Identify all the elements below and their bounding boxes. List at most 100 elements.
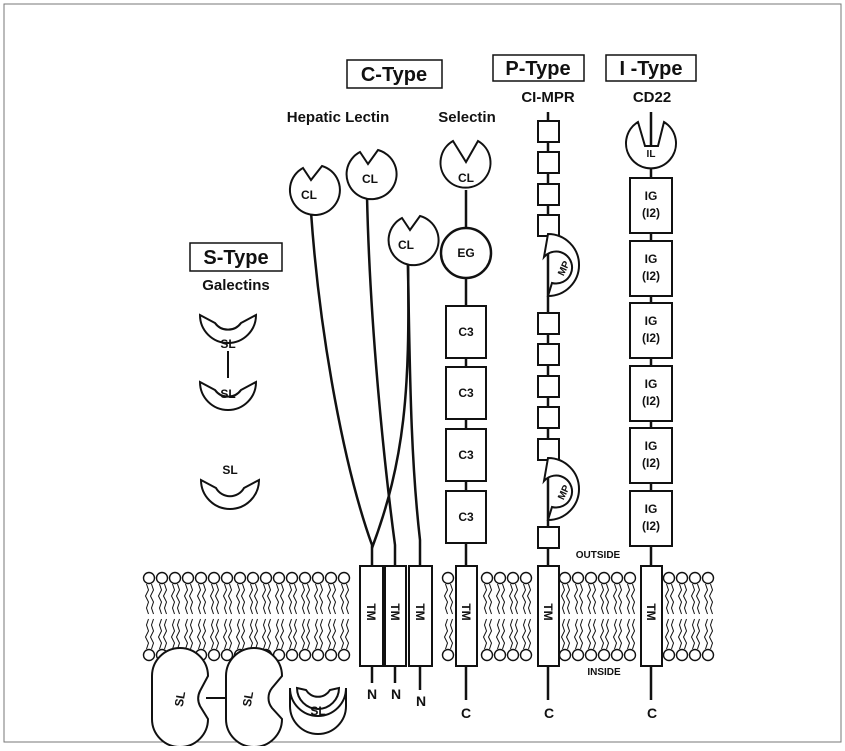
lipid-tail (575, 619, 578, 649)
lipid-tail (190, 619, 193, 649)
lipid-head (560, 650, 571, 661)
lipid-head (703, 650, 714, 661)
lipid-tail (190, 584, 193, 614)
c-terminus-label: C (647, 705, 657, 721)
lipid-tail (151, 584, 154, 614)
c-type-header: C-Type (347, 60, 442, 88)
lipid-head (521, 650, 532, 661)
lipid-tail (276, 584, 279, 614)
sl-label: SL (310, 704, 325, 718)
lipid-tail (562, 584, 565, 614)
mpr-repeat-domain (538, 439, 559, 460)
sl-label: SL (220, 387, 235, 401)
lipid-tail (333, 584, 336, 614)
lipid-tail (671, 584, 674, 614)
lipid-tail (315, 584, 318, 614)
c-type-lectin-domain (290, 150, 439, 265)
galectin-monomer-outside (201, 480, 259, 509)
lipid-tail (224, 619, 227, 649)
cl-label: CL (458, 171, 474, 185)
lipid-tail (263, 619, 266, 649)
lipid-tail (528, 584, 531, 614)
lipid-tail (593, 584, 596, 614)
lipid-tail (146, 584, 149, 614)
lipid-tail (497, 584, 500, 614)
sl-label: SL (240, 690, 256, 708)
sl-label: SL (222, 463, 237, 477)
lipid-tail (216, 584, 219, 614)
lipid-tail (328, 584, 331, 614)
lipid-tail (268, 584, 271, 614)
i-type-title: I -Type (620, 58, 683, 80)
lipid-tail (320, 584, 323, 614)
il-label: IL (647, 149, 656, 160)
lipid-tail (606, 619, 609, 649)
lipid-head (508, 650, 519, 661)
lipid-tail (255, 619, 258, 649)
lipid-tail (203, 584, 206, 614)
sl-label: SL (172, 690, 188, 708)
lipid-tail (601, 619, 604, 649)
hepatic-lectin-label: Hepatic Lectin (287, 109, 390, 126)
i2-label: (I2) (642, 456, 660, 470)
lipid-tail (328, 619, 331, 649)
lipid-head (339, 573, 350, 584)
lipid-tail (580, 584, 583, 614)
mpr-repeat-domain (538, 527, 559, 548)
lipid-head (261, 573, 272, 584)
inside-label: INSIDE (587, 667, 621, 678)
lipid-tail (710, 619, 713, 649)
lipid-tail (320, 619, 323, 649)
lipid-tail (185, 584, 188, 614)
lipid-tail (562, 619, 565, 649)
lipid-head (664, 650, 675, 661)
lipid-tail (679, 584, 682, 614)
lipid-head (482, 573, 493, 584)
galectins-label: Galectins (202, 277, 270, 294)
lipid-tail (489, 584, 492, 614)
lipid-tail (250, 584, 253, 614)
lipid-head (300, 650, 311, 661)
lipid-tail (307, 584, 310, 614)
lipid-tail (242, 584, 245, 614)
lipid-head (313, 573, 324, 584)
lipid-head (170, 573, 181, 584)
lipid-tail (172, 619, 175, 649)
lipid-head (274, 573, 285, 584)
n-terminus-label: N (416, 693, 426, 709)
lipid-head (690, 650, 701, 661)
c-terminus-label: C (461, 705, 471, 721)
lipid-tail (567, 619, 570, 649)
lipid-tail (666, 584, 669, 614)
lipid-tail (510, 619, 513, 649)
n-terminus-label: N (367, 686, 377, 702)
c3-label: C3 (458, 510, 474, 524)
lipid-head (586, 650, 597, 661)
i2-label: (I2) (642, 519, 660, 533)
lipid-tail (151, 619, 154, 649)
lipid-tail (606, 584, 609, 614)
lipid-tail (502, 619, 505, 649)
i2-label: (I2) (642, 269, 660, 283)
lipid-tail (515, 619, 518, 649)
cd22-label: CD22 (633, 89, 671, 106)
lipid-tail (502, 584, 505, 614)
lipid-tail (229, 584, 232, 614)
galectin-dimer-inside (152, 648, 282, 746)
lipid-tail (159, 619, 162, 649)
mpr-repeat-domain (538, 313, 559, 334)
lipid-head (521, 573, 532, 584)
lipid-head (612, 573, 623, 584)
lipid-head (612, 650, 623, 661)
lipid-head (625, 573, 636, 584)
cl-label: CL (398, 238, 414, 252)
lipid-tail (333, 619, 336, 649)
lipid-tail (515, 584, 518, 614)
mpr-repeat-domain (538, 152, 559, 173)
lipid-tail (177, 619, 180, 649)
lipid-head (573, 650, 584, 661)
lipid-head (586, 573, 597, 584)
ig-label: IG (645, 377, 658, 391)
eg-label: EG (457, 246, 474, 260)
